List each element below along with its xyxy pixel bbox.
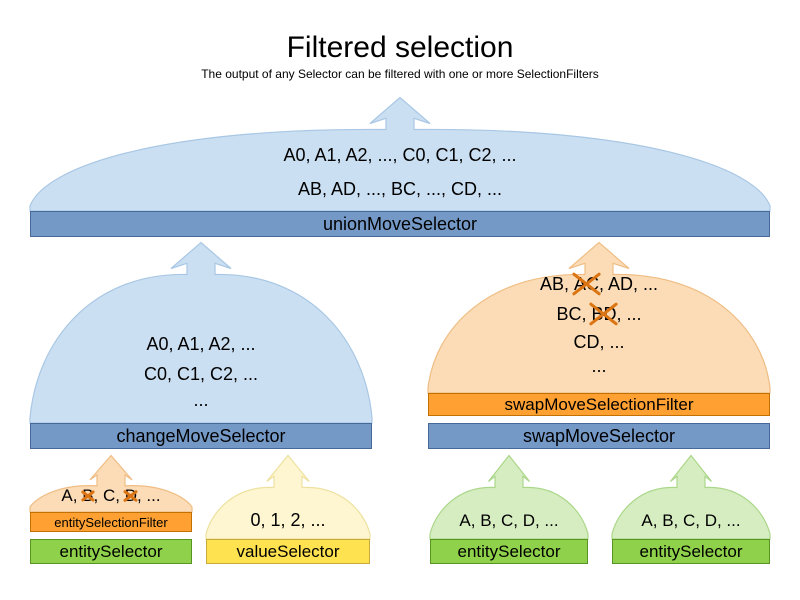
entity-filtered-items: A, B, C, D, ...: [30, 486, 192, 506]
swap-move-selector-bar: swapMoveSelector: [428, 423, 770, 449]
text-part: AB,: [539, 274, 574, 294]
entity-selector-bar-1: entitySelector: [30, 539, 192, 564]
swap-items-line4: ...: [591, 356, 607, 376]
entity-filtered-funnel: [29, 454, 193, 513]
page-subtitle: The output of any Selector can be filter…: [201, 67, 599, 81]
swap-move-selection-filter-bar: swapMoveSelectionFilter: [428, 393, 770, 416]
entity-selection-filter-bar: entitySelectionFilter: [30, 512, 192, 532]
swap-items-line1: AB, AC, AD, ...: [428, 274, 770, 296]
entity-selector-bar-3: entitySelector: [612, 539, 770, 564]
union-items-line1: A0, A1, A2, ..., C0, C1, C2, ...: [283, 145, 517, 165]
union-funnel-shape: [29, 96, 771, 212]
entity-funnel-3: [611, 454, 771, 540]
entity-items-2: A, B, C, D, ...: [459, 511, 559, 530]
entity-funnel-2-shape: [429, 454, 589, 540]
value-funnel: [205, 454, 371, 540]
entity-filtered-funnel-shape: [29, 454, 193, 513]
crossed-out-item: BD: [591, 304, 617, 324]
swap-items-line3: CD, ...: [573, 332, 625, 352]
text-part: , C,: [93, 486, 125, 505]
value-items: 0, 1, 2, ...: [250, 510, 326, 530]
crossed-out-item: AC: [573, 274, 599, 294]
text-part: , ...: [616, 304, 642, 324]
value-selector-bar: valueSelector: [206, 539, 370, 564]
union-items-line2: AB, AD, ..., BC, ..., CD, ...: [297, 179, 503, 199]
change-items-line2: C0, C1, C2, ...: [143, 364, 259, 384]
change-move-selector-bar: changeMoveSelector: [30, 423, 372, 449]
page-title: Filtered selection: [286, 31, 514, 64]
crossed-out-item: D: [124, 486, 137, 505]
union-move-selector-bar: unionMoveSelector: [30, 211, 770, 237]
change-items-line3: ...: [193, 390, 209, 410]
change-funnel: [29, 241, 373, 424]
union-funnel: [29, 96, 771, 212]
swap-items-line2: BC, BD, ...: [428, 304, 770, 326]
change-items-line1: A0, A1, A2, ...: [146, 334, 256, 354]
change-funnel-shape: [29, 241, 373, 424]
entity-selector-bar-2: entitySelector: [430, 539, 588, 564]
text-part: A,: [61, 486, 83, 505]
crossed-out-item: B: [82, 486, 94, 505]
entity-funnel-2: [429, 454, 589, 540]
entity-items-3: A, B, C, D, ...: [641, 511, 741, 530]
text-part: , ...: [136, 486, 161, 505]
entity-funnel-3-shape: [611, 454, 771, 540]
text-part: , AD, ...: [599, 274, 659, 294]
value-funnel-shape: [205, 454, 371, 540]
text-part: BC,: [556, 304, 592, 324]
